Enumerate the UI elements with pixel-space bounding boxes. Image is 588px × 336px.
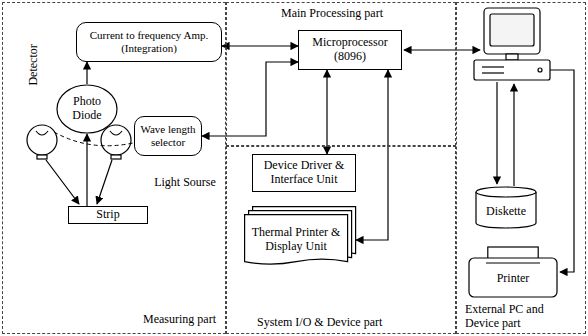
power-button [538,68,542,72]
connector [86,134,87,206]
part-region: Main Processing partMicroprocessor (8096… [226,2,456,146]
lamp-filament [110,131,122,135]
pc-link-arrow [404,49,480,50]
light-ray [97,160,112,204]
amplifier-box: Current to frequency Amp. (Integration) [76,22,222,62]
light-ray [46,160,79,204]
region-heading: External PC and Device part [465,303,577,331]
cylinder-top [476,187,536,197]
lamp [101,125,131,159]
region-heading: Measuring part [143,313,216,327]
node-label: Photo Diode [64,95,110,123]
region-heading: System I/O & Device part [257,316,382,330]
paper-sheet [245,215,348,265]
connector [356,70,388,240]
connector [326,70,327,154]
drive-slot [482,72,504,73]
computer-base [474,60,550,80]
node-label: Diskette [486,205,526,219]
lamp-filament [36,131,48,135]
connector [86,62,87,84]
lamp-base [111,155,121,159]
node-label: Current to frequency Amp. (Integration) [81,29,217,54]
part-region: External PC and Device part DiskettePrint… [456,2,586,334]
drive-slot [482,66,504,67]
printer-shape: Printer [468,246,558,298]
disk-read-arrow [513,84,514,186]
ellipse-outline [57,85,117,133]
process-box: Device Driver & Interface Unit [252,154,356,192]
node-label: Wave length selector [139,123,197,148]
lamp-bulb [101,125,131,155]
signal-label: Detector [27,37,41,93]
monitor [484,8,540,54]
node-label: Device Driver & Interface Unit [257,159,351,187]
computer-icon [474,8,550,80]
connector [222,45,298,46]
lamp-base [37,155,47,159]
printer-body [469,258,557,297]
node-label: Strip [96,208,119,222]
part-label: Light Sourse [150,176,220,190]
node-label: Printer [497,272,530,286]
paper-stack: Thermal Printer & Display Unit [244,206,356,266]
photodiode-ellipse: Photo Diode [56,84,118,134]
connector [202,62,298,136]
printer-slot [486,263,540,264]
monitor-neck [506,54,518,60]
region-heading: Main Processing part [281,7,383,21]
node-label: Microprocessor (8096) [303,36,397,64]
selector-box: Wave length selector [134,116,202,156]
strip-box: Strip [68,206,148,224]
process-box: Microprocessor (8096) [298,30,402,70]
disk-write-arrow [496,82,497,184]
light-path-dashed [54,132,133,146]
printer-arrow [550,70,574,272]
diskette-cylinder: Diskette [475,186,537,230]
screen [490,14,534,46]
node-label: Thermal Printer & Display Unit [248,226,344,254]
lamp [27,125,57,159]
lamp-bulb [27,125,57,155]
part-region: System I/O & Device part Device Driver & … [226,146,456,334]
